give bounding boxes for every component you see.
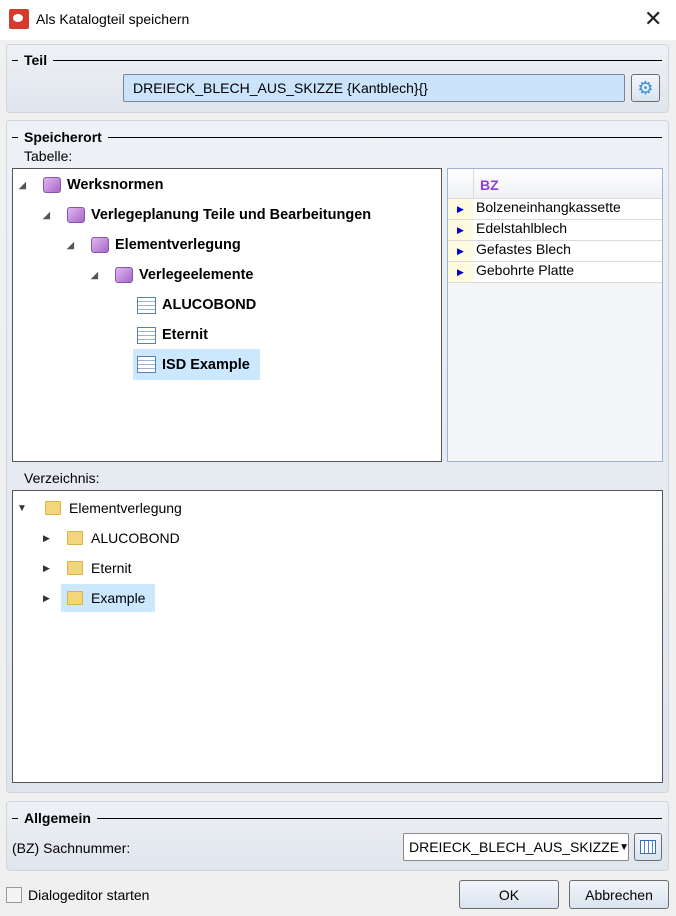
- grid-header-bz[interactable]: BZ: [480, 177, 499, 193]
- book-icon: [67, 207, 85, 223]
- teil-legend: Teil: [12, 52, 662, 68]
- grid-cell: Bolzeneinhangkassette: [473, 199, 662, 219]
- allgemein-legend-text: Allgemein: [24, 810, 91, 826]
- close-icon[interactable]: ✕: [644, 6, 663, 31]
- dir-label: Elementverlegung: [69, 500, 182, 516]
- gear-add-icon: ⚙: [637, 77, 654, 98]
- grid-row[interactable]: ▶Gebohrte Platte: [448, 262, 662, 283]
- tree-label: ISD Example: [162, 356, 250, 373]
- tree-item-elementverlegung[interactable]: ◢ Elementverlegung: [67, 231, 241, 259]
- sachnummer-label: (BZ) Sachnummer:: [12, 840, 131, 856]
- title-bar: Als Katalogteil speichern ✕: [0, 0, 676, 40]
- tabelle-label: Tabelle:: [24, 148, 73, 164]
- sachnummer-dropdown[interactable]: DREIECK_BLECH_AUS_SKIZZE ▼: [403, 833, 629, 861]
- cancel-label: Abbrechen: [585, 886, 653, 903]
- tree-label: Verlegeelemente: [139, 267, 254, 283]
- ok-label: OK: [498, 886, 520, 903]
- teil-settings-button[interactable]: ⚙: [631, 74, 660, 102]
- tree-item-verlegeelemente[interactable]: ◢ Verlegeelemente: [91, 261, 253, 289]
- tree-item-verlegeplanung[interactable]: ◢ Verlegeplanung Teile und Bearbeitungen: [43, 201, 371, 229]
- collapse-triangle-icon[interactable]: ◢: [43, 209, 50, 220]
- dir-label: ALUCOBOND: [91, 530, 180, 546]
- book-icon: [91, 237, 109, 253]
- tree-label: Werksnormen: [67, 177, 164, 193]
- grid-cell: Gefastes Blech: [473, 241, 662, 261]
- dir-item-elementverlegung[interactable]: ▼ Elementverlegung: [17, 494, 182, 522]
- row-arrow-icon: ▶: [448, 262, 473, 282]
- cancel-button[interactable]: Abbrechen: [569, 880, 669, 909]
- book-icon: [115, 267, 133, 283]
- folder-icon: [67, 561, 83, 575]
- row-arrow-icon: ▶: [448, 199, 473, 219]
- chevron-down-icon: ▼: [619, 841, 629, 853]
- grid-header: BZ: [448, 169, 662, 199]
- dir-item-eternit[interactable]: ▶ Eternit: [43, 554, 131, 582]
- tree-label: ALUCOBOND: [162, 297, 257, 313]
- dir-item-alucobond[interactable]: ▶ ALUCOBOND: [43, 524, 180, 552]
- tree-item-isd-example[interactable]: ISD Example: [133, 349, 260, 380]
- allgemein-legend: Allgemein: [12, 810, 662, 826]
- collapsed-arrow-icon[interactable]: ▶: [43, 532, 50, 543]
- table-tree[interactable]: ◢ Werksnormen ◢ Verlegeplanung Teile und B…: [12, 168, 442, 462]
- sachnummer-value: DREIECK_BLECH_AUS_SKIZZE: [409, 839, 620, 855]
- dir-label: Eternit: [91, 560, 132, 576]
- tree-item-alucobond[interactable]: ALUCOBOND: [133, 291, 260, 319]
- tree-label: Verlegeplanung Teile und Bearbeitungen: [91, 207, 372, 223]
- collapsed-arrow-icon[interactable]: ▶: [43, 592, 50, 603]
- grid-cell: Edelstahlblech: [473, 220, 662, 240]
- window-title: Als Katalogteil speichern: [36, 11, 190, 27]
- tree-item-eternit[interactable]: Eternit: [133, 321, 212, 349]
- dir-item-example[interactable]: ▶ Example: [43, 584, 156, 612]
- tree-item-werksnormen[interactable]: ◢ Werksnormen: [19, 171, 163, 199]
- expanded-arrow-icon[interactable]: ▼: [17, 502, 27, 514]
- collapse-triangle-icon[interactable]: ◢: [19, 179, 26, 190]
- speicherort-legend-text: Speicherort: [24, 129, 102, 145]
- table-icon: [137, 296, 156, 314]
- folder-icon: [67, 591, 83, 605]
- collapse-triangle-icon[interactable]: ◢: [91, 269, 98, 280]
- verzeichnis-label: Verzeichnis:: [24, 470, 100, 486]
- grid-cell: Gebohrte Platte: [473, 262, 662, 282]
- table-icon: [137, 356, 156, 373]
- directory-tree[interactable]: ▼ Elementverlegung ▶ ALUCOBOND ▶ Eternit ▶ E…: [12, 490, 663, 783]
- teil-name-field[interactable]: DREIECK_BLECH_AUS_SKIZZE {Kantblech}{}: [123, 74, 625, 102]
- ok-button[interactable]: OK: [459, 880, 559, 909]
- folder-icon: [45, 501, 61, 515]
- dialogeditor-label[interactable]: Dialogeditor starten: [28, 887, 150, 903]
- grid-row[interactable]: ▶Gefastes Blech: [448, 241, 662, 262]
- app-icon: [9, 9, 29, 29]
- speicherort-legend: Speicherort: [12, 129, 662, 145]
- table-icon: [137, 326, 156, 344]
- folder-icon: [67, 531, 83, 545]
- teil-legend-text: Teil: [24, 52, 48, 68]
- bz-grid[interactable]: BZ ▶Bolzeneinhangkassette ▶Edelstahlblec…: [447, 168, 663, 462]
- grid-row[interactable]: ▶Bolzeneinhangkassette: [448, 199, 662, 220]
- row-arrow-icon: ▶: [448, 241, 473, 261]
- table-view-icon: [640, 840, 656, 854]
- grid-row[interactable]: ▶Edelstahlblech: [448, 220, 662, 241]
- table-view-button[interactable]: [634, 833, 662, 861]
- tree-label: Elementverlegung: [115, 237, 241, 253]
- dialogeditor-checkbox[interactable]: [6, 887, 22, 903]
- dir-label: Example: [91, 590, 146, 606]
- book-icon: [43, 177, 61, 193]
- tree-label: Eternit: [162, 327, 208, 343]
- collapsed-arrow-icon[interactable]: ▶: [43, 562, 50, 573]
- collapse-triangle-icon[interactable]: ◢: [67, 239, 74, 250]
- row-arrow-icon: ▶: [448, 220, 473, 240]
